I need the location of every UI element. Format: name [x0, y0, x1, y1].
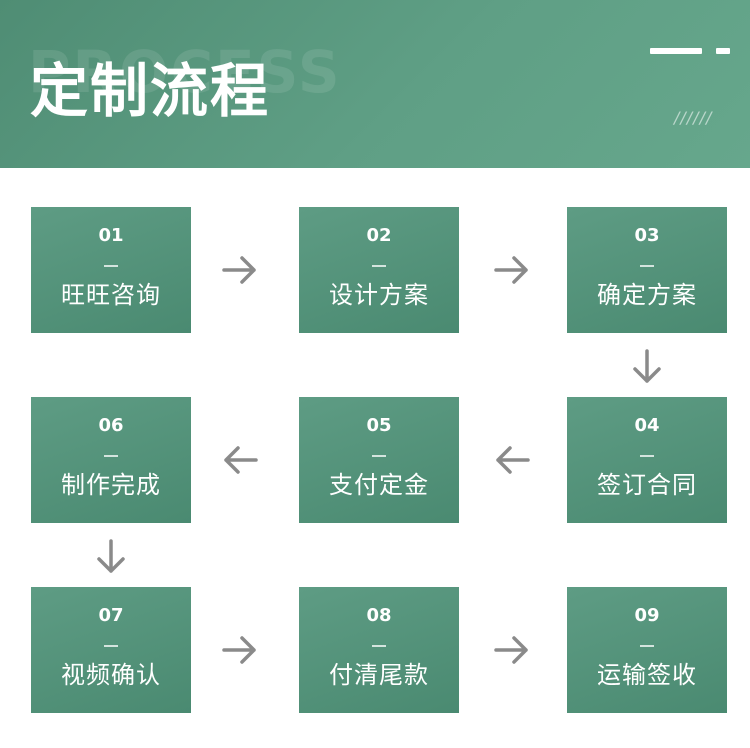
step-number: 02	[366, 225, 392, 246]
step-number: 07	[98, 605, 124, 626]
decorative-bar-short	[716, 48, 730, 54]
step-number: 01	[98, 225, 124, 246]
step-number: 06	[98, 415, 124, 436]
step-divider	[372, 645, 386, 647]
step-label: 支付定金	[329, 471, 429, 499]
step-divider	[372, 265, 386, 267]
step-number: 05	[366, 415, 392, 436]
step-card-04: 04 签订合同	[567, 397, 727, 523]
step-card-08: 08 付清尾款	[299, 587, 459, 713]
step-label: 付清尾款	[329, 661, 429, 689]
step-number: 04	[634, 415, 660, 436]
step-divider	[104, 265, 118, 267]
arrow-down-icon	[633, 349, 661, 383]
step-divider	[640, 265, 654, 267]
header-banner: PROCESS 定制流程 //////	[0, 0, 750, 168]
arrow-right-icon	[494, 256, 528, 284]
step-number: 09	[634, 605, 660, 626]
step-number: 03	[634, 225, 660, 246]
arrow-right-icon	[222, 636, 256, 664]
arrow-down-icon	[97, 539, 125, 573]
step-label: 运输签收	[597, 661, 697, 689]
step-label: 设计方案	[329, 281, 429, 309]
arrow-left-icon	[496, 446, 530, 474]
step-card-01: 01 旺旺咨询	[31, 207, 191, 333]
step-divider	[640, 645, 654, 647]
step-label: 旺旺咨询	[61, 281, 161, 309]
step-label: 签订合同	[597, 471, 697, 499]
step-number: 08	[366, 605, 392, 626]
step-card-06: 06 制作完成	[31, 397, 191, 523]
step-label: 确定方案	[597, 281, 697, 309]
arrow-left-icon	[224, 446, 258, 474]
step-card-09: 09 运输签收	[567, 587, 727, 713]
step-divider	[640, 455, 654, 457]
arrow-right-icon	[222, 256, 256, 284]
header-watermark: PROCESS	[28, 38, 342, 106]
step-card-03: 03 确定方案	[567, 207, 727, 333]
decorative-bar-long	[650, 48, 702, 54]
page-title: 定制流程	[30, 57, 271, 125]
step-divider	[104, 645, 118, 647]
step-divider	[104, 455, 118, 457]
arrow-right-icon	[494, 636, 528, 664]
decorative-slashes: //////	[674, 108, 713, 127]
step-card-05: 05 支付定金	[299, 397, 459, 523]
step-label: 制作完成	[61, 471, 161, 499]
step-label: 视频确认	[61, 661, 161, 689]
step-card-02: 02 设计方案	[299, 207, 459, 333]
step-divider	[372, 455, 386, 457]
step-card-07: 07 视频确认	[31, 587, 191, 713]
